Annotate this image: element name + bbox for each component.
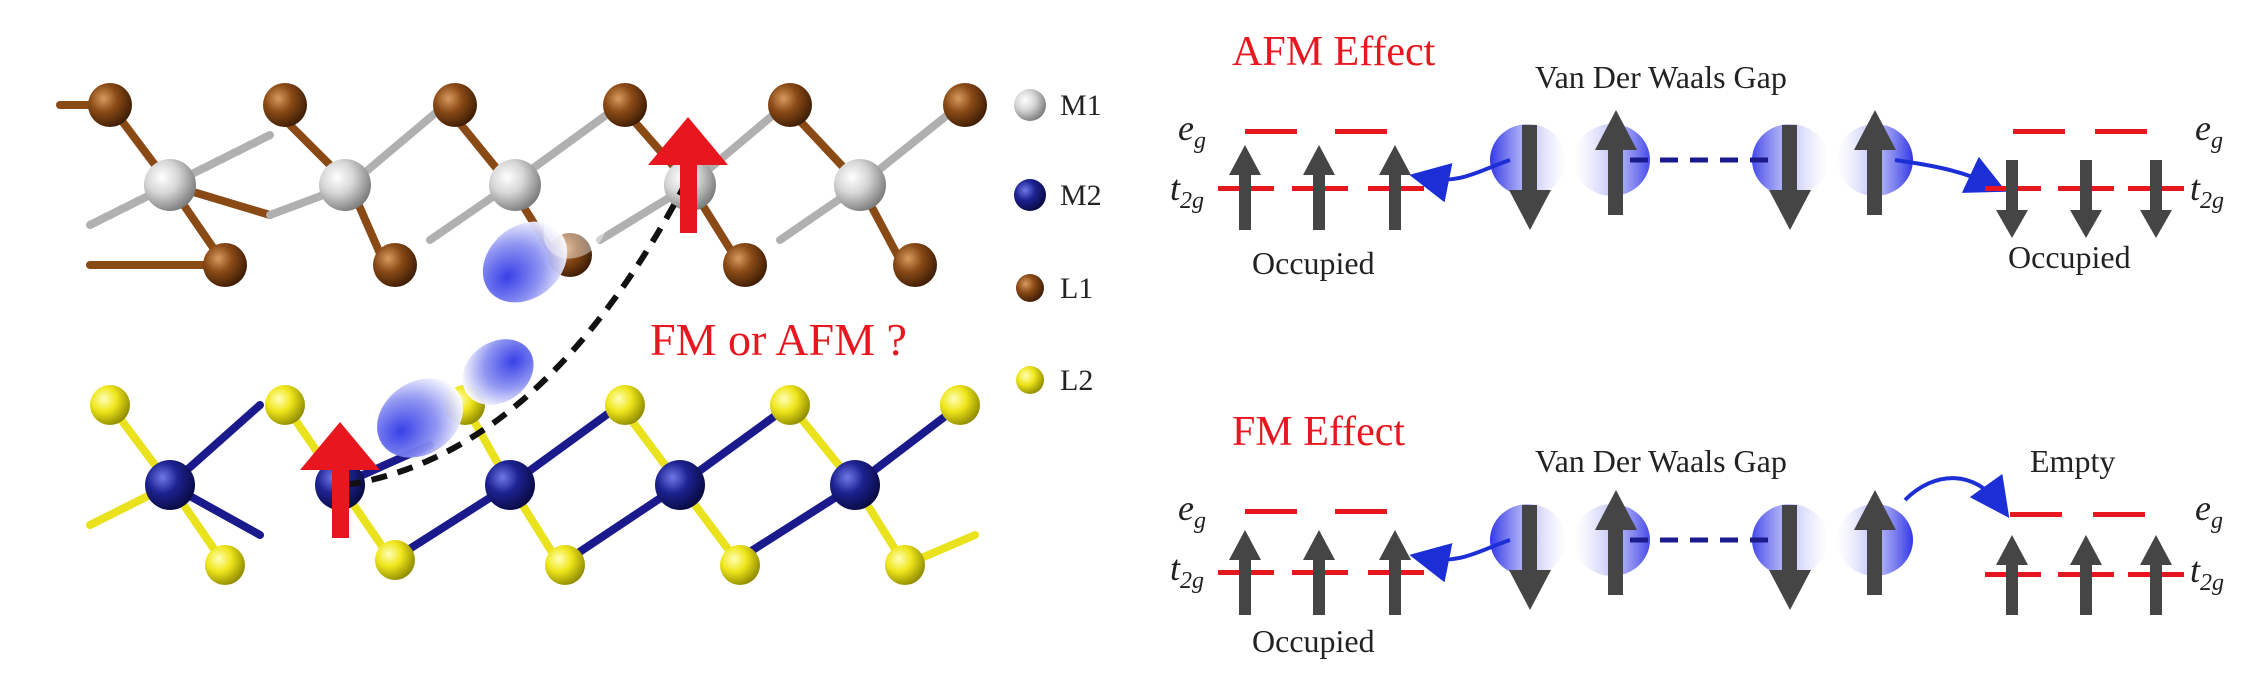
l1-atoms bbox=[88, 83, 987, 287]
fm-right-eg-label: eg bbox=[2195, 488, 2223, 534]
fm-left-up-arrows bbox=[1229, 530, 1411, 615]
fm-hop-right bbox=[1903, 473, 2010, 519]
afm-hop-left bbox=[1409, 158, 1511, 203]
afm-left-occupied: Occupied bbox=[1252, 245, 1375, 281]
afm-big-spins bbox=[1509, 110, 1896, 230]
fm-left-occupied: Occupied bbox=[1252, 623, 1375, 659]
fm-panel: FM Effect Van Der Waals Gap Empty eg t2g… bbox=[1170, 409, 2224, 659]
legend-marker-m1 bbox=[1014, 89, 1046, 121]
afm-title: AFM Effect bbox=[1232, 29, 1436, 75]
afm-right-down-arrows bbox=[1996, 160, 2172, 238]
orbital-lobes bbox=[377, 197, 607, 458]
legend-label-l2: L2 bbox=[1060, 364, 1093, 397]
legend-marker-l2 bbox=[1016, 366, 1044, 394]
fm-title: FM Effect bbox=[1232, 409, 1405, 455]
question-label: FM or AFM ? bbox=[650, 314, 907, 365]
afm-left-up-arrows bbox=[1229, 145, 1411, 230]
fm-right-up-arrows bbox=[1996, 535, 2172, 615]
legend-label-m2: M2 bbox=[1060, 179, 1102, 212]
legend-marker-l1 bbox=[1016, 274, 1044, 302]
afm-t2g-label: t2g bbox=[1170, 168, 1204, 214]
spin-arrow-top bbox=[648, 117, 728, 233]
afm-eg-label: eg bbox=[1178, 108, 1206, 154]
afm-gap-label: Van Der Waals Gap bbox=[1535, 59, 1787, 95]
afm-right-eg-label: eg bbox=[2195, 108, 2223, 154]
fm-hop-left bbox=[1409, 538, 1511, 583]
legend-label-l1: L1 bbox=[1060, 272, 1093, 305]
m2-atoms bbox=[145, 460, 880, 510]
afm-right-occupied: Occupied bbox=[2008, 239, 2131, 275]
m1-atoms bbox=[144, 159, 886, 211]
fm-t2g-label: t2g bbox=[1170, 548, 1204, 594]
fm-right-empty: Empty bbox=[2030, 443, 2115, 479]
afm-hop-right bbox=[1894, 156, 2007, 193]
legend-label-m1: M1 bbox=[1060, 89, 1102, 122]
fm-gap-label: Van Der Waals Gap bbox=[1535, 443, 1787, 479]
l2-atoms bbox=[90, 385, 980, 585]
afm-right-t2g-label: t2g bbox=[2190, 168, 2224, 214]
exchange-path bbox=[344, 173, 693, 488]
spin-arrow-bottom bbox=[300, 422, 380, 538]
fm-big-spins bbox=[1509, 490, 1896, 610]
legend-marker-m2 bbox=[1014, 179, 1046, 211]
fm-eg-label: eg bbox=[1178, 488, 1206, 534]
afm-panel: AFM Effect Van Der Waals Gap eg t2g Occu… bbox=[1170, 29, 2224, 281]
fm-right-t2g-label: t2g bbox=[2190, 550, 2224, 596]
crystal-structure: FM or AFM ? bbox=[56, 83, 987, 585]
atom-legend: M1 M2 L1 L2 bbox=[1014, 89, 1102, 397]
